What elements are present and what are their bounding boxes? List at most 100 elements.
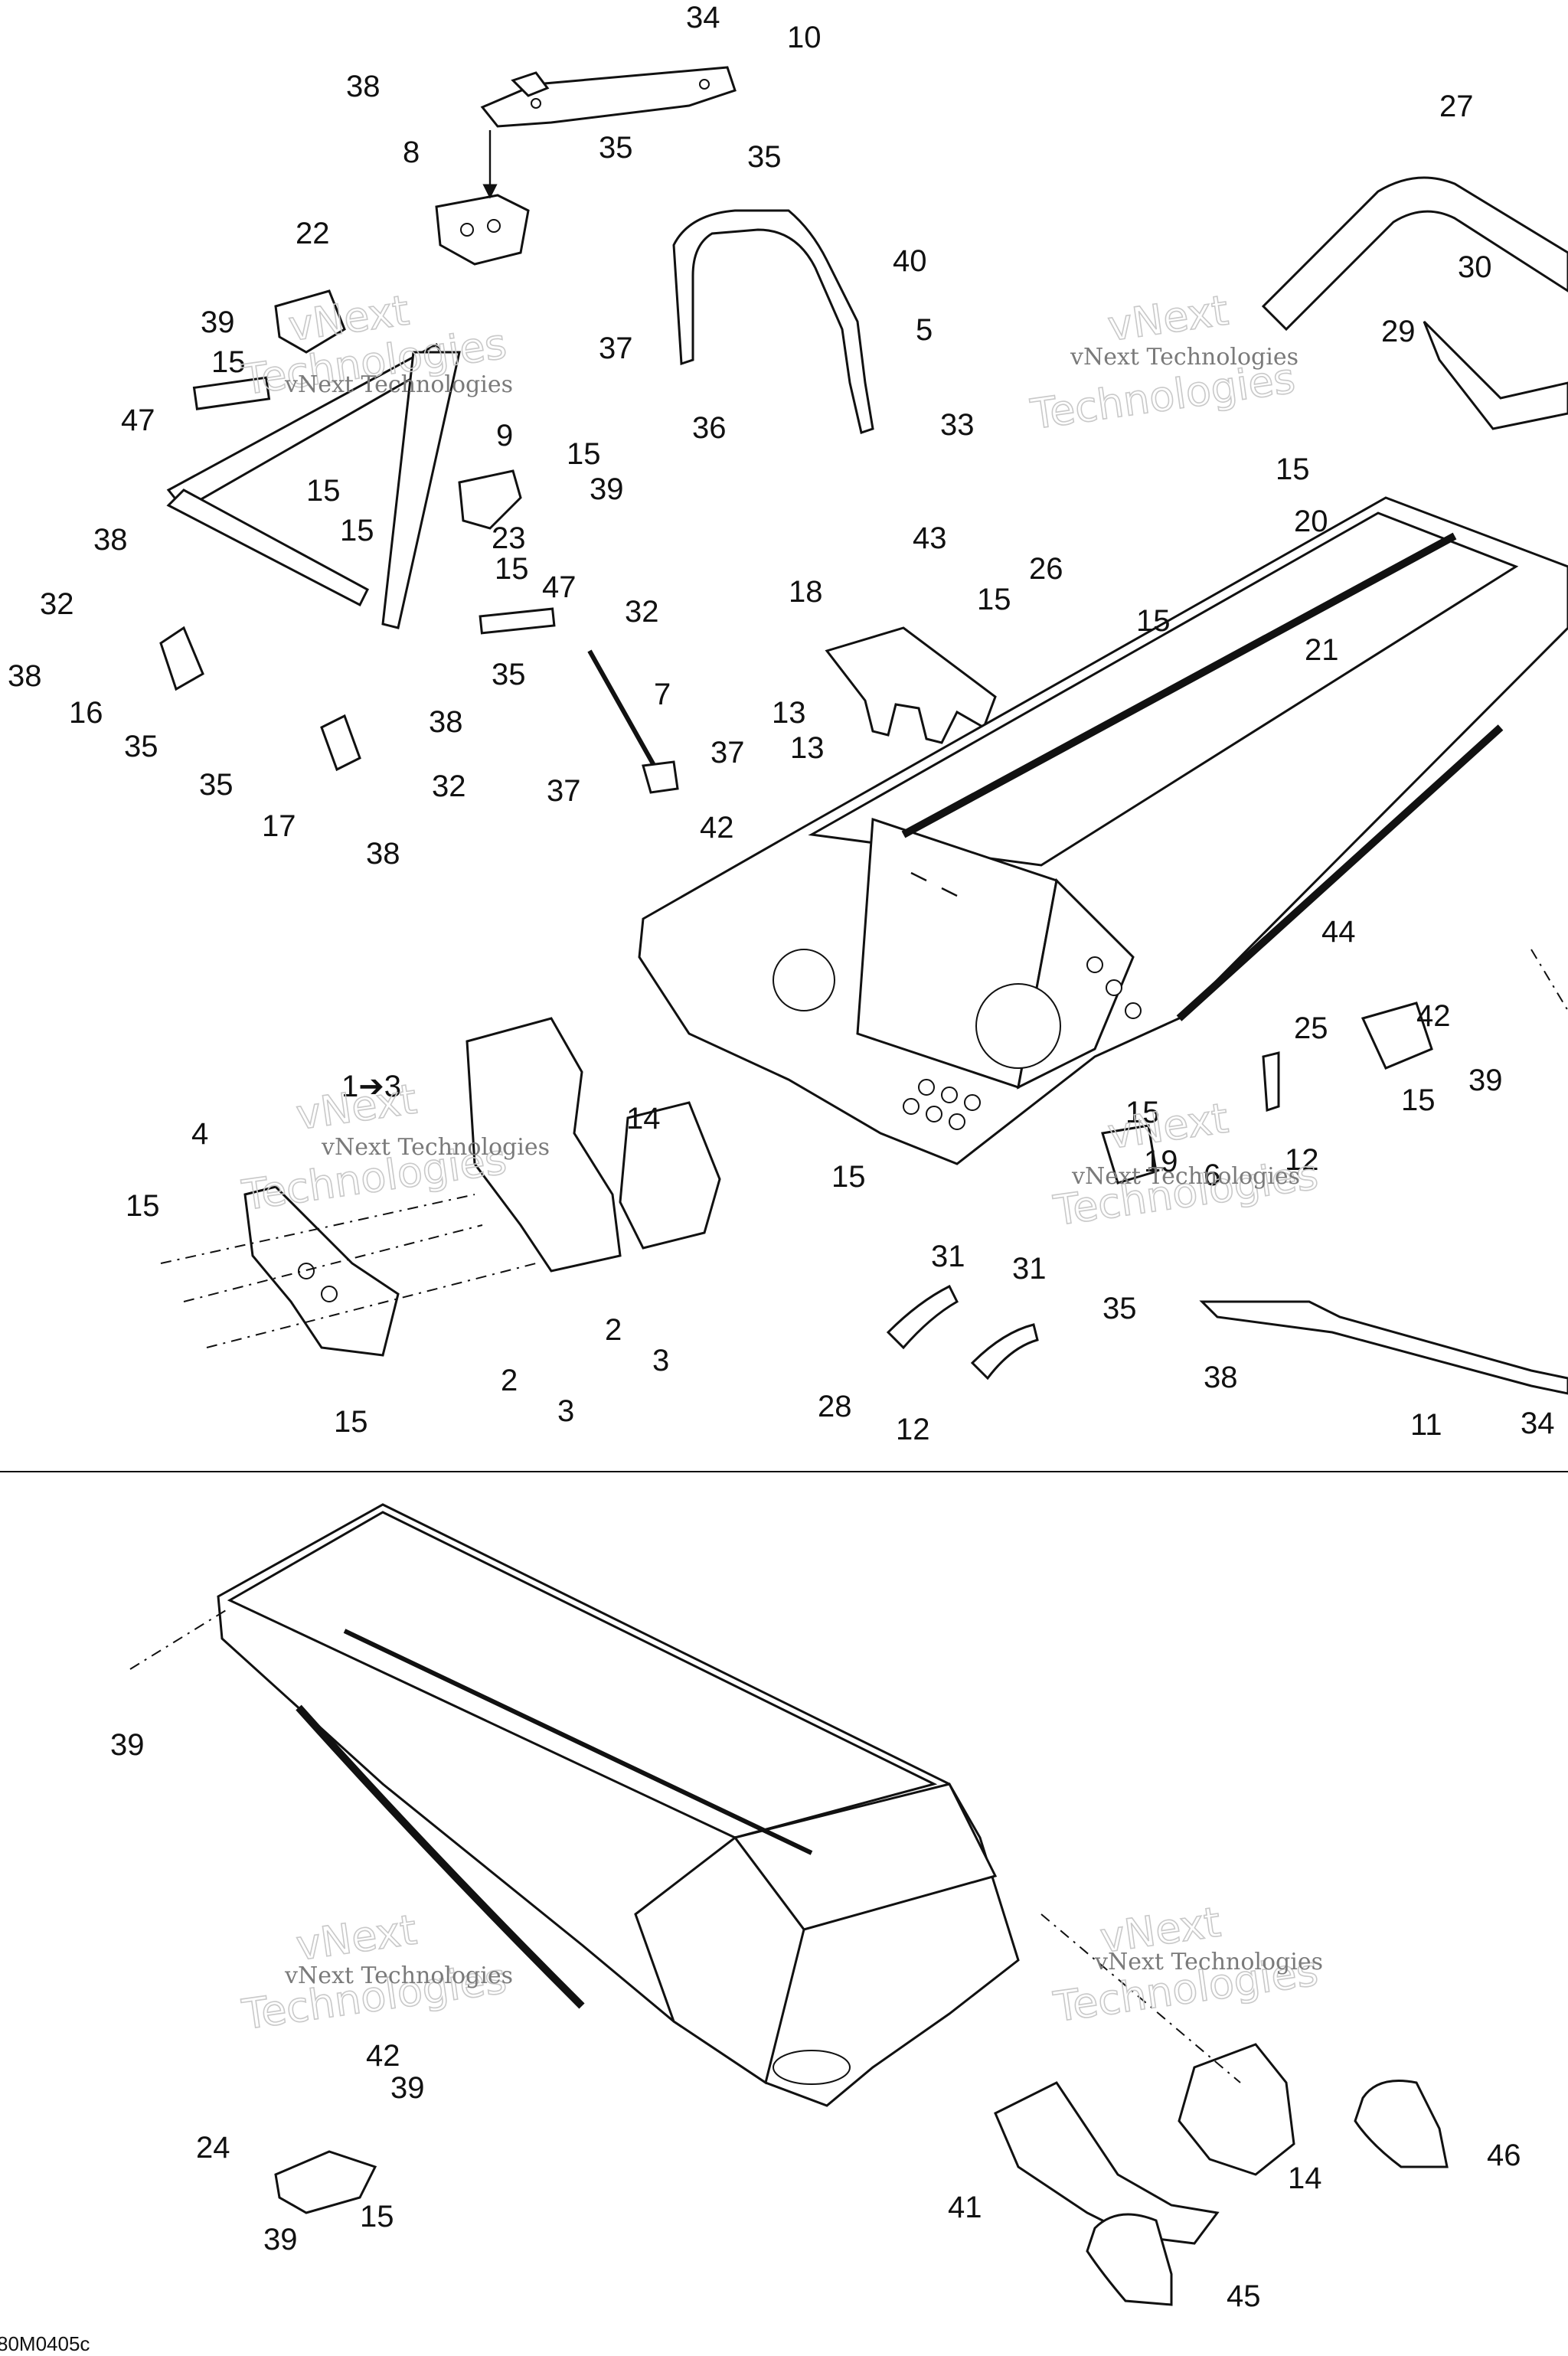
label: 22 (296, 217, 330, 250)
label: 32 (40, 587, 74, 621)
label: 13 (772, 696, 806, 730)
label: 15 (360, 2200, 394, 2233)
label: 16 (69, 696, 103, 730)
leader-lines (129, 949, 1568, 2083)
label: 39 (590, 472, 624, 506)
part-23-bracket (458, 469, 522, 530)
part-19-25 (1101, 1002, 1433, 1185)
svg-text:vNext: vNext (293, 1075, 420, 1139)
label: 1➔3 (341, 1070, 401, 1103)
label: 33 (940, 408, 975, 442)
label: 38 (8, 659, 42, 693)
label: 15 (126, 1189, 160, 1223)
label: 17 (262, 809, 296, 843)
label: 14 (1288, 2162, 1322, 2195)
label: 29 (1381, 315, 1416, 348)
part-31-rails (886, 1284, 1039, 1381)
svg-text:vNext Technologies: vNext Technologies (284, 1962, 513, 1989)
svg-text:vNext Technologies: vNext Technologies (321, 1134, 550, 1161)
label: 10 (787, 21, 822, 54)
label: 15 (567, 437, 601, 471)
label: 45 (1227, 2279, 1261, 2313)
label: 35 (199, 768, 234, 802)
label: 39 (201, 306, 235, 339)
label: 31 (931, 1240, 965, 1273)
label: 8 (403, 136, 420, 169)
label: 42 (366, 2039, 400, 2073)
label: 26 (1029, 552, 1063, 586)
label: 15 (831, 1160, 866, 1194)
label: 35 (747, 140, 782, 174)
chassis-bottom (217, 1503, 1020, 2107)
svg-text:vNext Technologies: vNext Technologies (1071, 1163, 1300, 1190)
svg-text:vNext Technologies: vNext Technologies (1070, 344, 1298, 371)
part-14-mount-bottom (994, 2043, 1295, 2245)
label: 13 (790, 731, 825, 765)
label: 15 (495, 552, 529, 586)
chassis-top (638, 496, 1568, 1165)
label: 4 (191, 1117, 208, 1151)
part-24-footrest (274, 2150, 377, 2214)
label: 24 (196, 2131, 230, 2165)
part-16-17-brackets (159, 626, 361, 772)
label: 28 (818, 1390, 852, 1423)
part-4-plate (243, 1185, 400, 1357)
label: 15 (1136, 604, 1171, 638)
svg-text:vNext: vNext (1105, 1094, 1231, 1158)
label: 32 (625, 595, 659, 629)
label: 2 (501, 1364, 518, 1397)
labels-bottom: 39 42 39 24 15 39 41 14 46 45 (110, 1728, 1521, 2313)
label: 3 (652, 1344, 669, 1377)
svg-text:vNext: vNext (293, 1906, 420, 1970)
label: 47 (542, 570, 577, 604)
label: 38 (346, 70, 381, 103)
label: 35 (124, 730, 158, 763)
label: 31 (1012, 1252, 1047, 1286)
label: 47 (121, 404, 155, 437)
label: 35 (599, 131, 633, 165)
part-45-cover (1086, 2213, 1173, 2306)
label: 9 (496, 419, 513, 453)
label: 46 (1487, 2139, 1521, 2172)
label: 15 (1401, 1083, 1436, 1117)
part-18-bracket (825, 626, 997, 744)
part-8-bracket (435, 130, 530, 266)
label: 12 (1285, 1143, 1319, 1177)
label: 38 (429, 705, 463, 739)
label: 15 (340, 514, 374, 547)
part-14-mount (466, 1017, 721, 1273)
label: 38 (93, 523, 128, 557)
label: 15 (977, 583, 1011, 616)
label: 37 (710, 736, 745, 770)
label: 39 (263, 2223, 298, 2256)
label: 39 (1468, 1064, 1503, 1097)
part-10-upper-bar (480, 66, 737, 128)
label: 34 (1521, 1407, 1555, 1440)
label: 37 (599, 332, 633, 365)
svg-text:vNext Technologies: vNext Technologies (284, 371, 513, 398)
label: 15 (306, 474, 341, 508)
label: 42 (700, 811, 734, 845)
part-7-rod (587, 649, 679, 794)
label: 30 (1458, 250, 1492, 284)
label: 44 (1321, 915, 1356, 949)
label: 15 (334, 1405, 368, 1439)
label: 23 (492, 521, 526, 555)
label: 32 (432, 770, 466, 803)
label: 41 (948, 2191, 982, 2224)
label: 11 (1410, 1408, 1442, 1442)
label: 37 (547, 774, 581, 808)
label: 7 (654, 678, 671, 711)
part-27-bumper (1261, 176, 1568, 430)
label: 38 (366, 837, 400, 871)
svg-text:vNext Technologies: vNext Technologies (1094, 1949, 1323, 1975)
label: 14 (626, 1102, 661, 1136)
label: 38 (1204, 1361, 1238, 1394)
label: 12 (896, 1413, 930, 1446)
label: 18 (789, 575, 823, 609)
part-9-frame (166, 289, 461, 629)
svg-text:vNext: vNext (1105, 286, 1231, 351)
label: 42 (1416, 999, 1451, 1033)
label: 43 (913, 521, 947, 555)
